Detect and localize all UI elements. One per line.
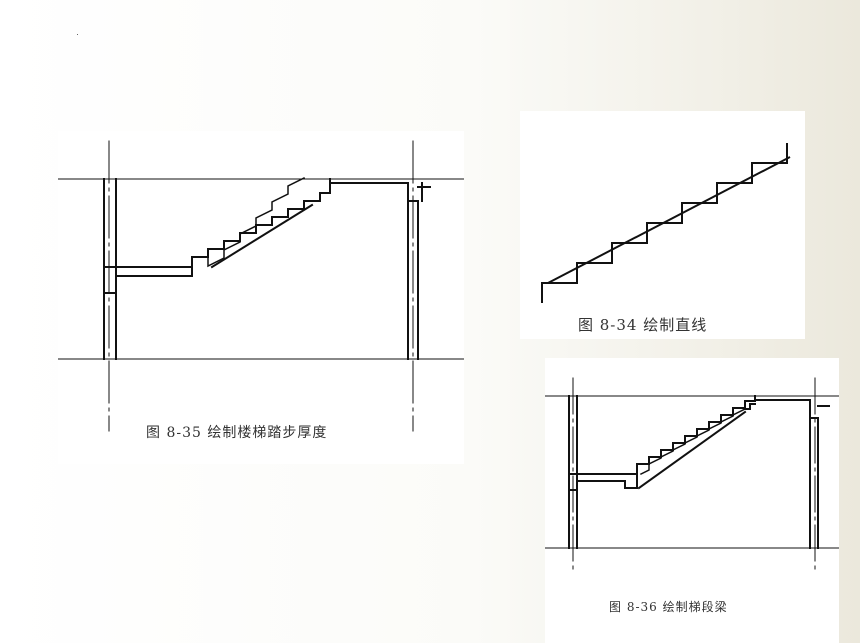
stair-slab-line [210, 203, 314, 269]
left-wall [103, 178, 193, 360]
stair-steps [191, 178, 331, 268]
lower-stair-beam [624, 473, 638, 489]
stair-tread-thickness-drawing [58, 140, 464, 432]
stair-beam-drawing [545, 377, 839, 574]
upper-stair-beam [744, 403, 756, 410]
figure-8-35-caption: 图 8-35 绘制楼梯踏步厚度 [146, 425, 328, 441]
straight-line-drawing [541, 143, 791, 303]
figure-8-35-panel: 图 8-35 绘制楼梯踏步厚度 [58, 131, 464, 464]
tread-thickness [639, 400, 746, 476]
stair-slab-line [637, 410, 747, 490]
figure-8-36-panel: 图 8-36 绘制梯段梁 [545, 358, 839, 643]
right-wall [329, 178, 431, 360]
figure-8-34-caption: 图 8-34 绘制直线 [578, 316, 708, 334]
tread-thickness [207, 176, 306, 268]
figure-8-34-panel: 图 8-34 绘制直线 [520, 111, 805, 339]
figure-8-36-caption: 图 8-36 绘制梯段梁 [609, 600, 728, 614]
slope-line [547, 156, 791, 284]
right-wall [754, 395, 830, 549]
stair-steps [636, 395, 756, 475]
left-wall [568, 395, 638, 549]
stray-dot [77, 34, 78, 35]
